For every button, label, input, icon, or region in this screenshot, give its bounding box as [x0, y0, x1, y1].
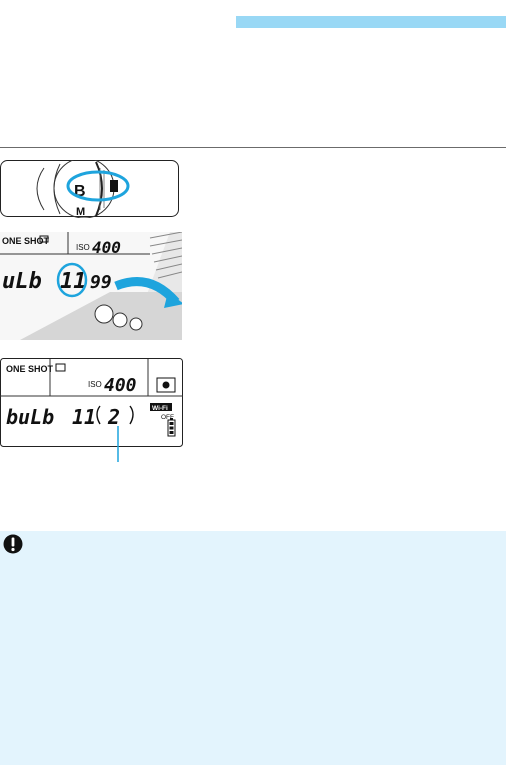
mode-dial-illustration: B M: [0, 160, 179, 218]
drive-mode-icon: [39, 235, 49, 243]
caution-panel: [0, 531, 506, 765]
section-header-bar: [236, 16, 506, 28]
lcd-panel-illustration: ONE SHOT ISO 400 buLb 11 2 Wi-Fi OFF: [0, 358, 183, 462]
panel-timer-value: 2: [107, 405, 120, 429]
panel-iso-label: ISO: [88, 380, 102, 389]
section-divider: [0, 147, 506, 148]
closeup-highlight-ring: [56, 262, 88, 298]
dial-marker-icon: [110, 180, 118, 192]
battery-icon: [167, 418, 176, 437]
closeup-af-mode: ONE SHOT: [2, 236, 50, 246]
closeup-iso-value: 400: [92, 238, 121, 257]
metering-mode-icon: [156, 377, 176, 393]
closeup-display-trailing: 99: [90, 272, 112, 293]
lcd-closeup-illustration: ONE SHOT ISO 400 uLb 11 99: [0, 232, 182, 340]
mode-dial-figure: B M: [0, 160, 180, 218]
panel-timer-hours: 11: [72, 405, 96, 429]
panel-af-mode: ONE SHOT: [6, 364, 54, 374]
mode-dial-selected-label: B: [74, 183, 86, 200]
panel-wifi-label: Wi-Fi: [152, 405, 168, 412]
panel-drive-mode-icon: [55, 363, 66, 372]
wifi-badge: [150, 403, 172, 411]
panel-iso-value: 400: [104, 375, 137, 396]
lcd-closeup-figure: ONE SHOT ISO 400 uLb 11 99: [0, 232, 182, 340]
panel-mode-text: buLb: [6, 405, 54, 429]
caution-icon: [3, 534, 23, 554]
dial-highlight-ring: [66, 170, 130, 202]
panel-wifi-state: OFF: [161, 414, 174, 421]
mode-dial-other-label: M: [76, 206, 85, 218]
closeup-iso-label: ISO: [76, 243, 90, 252]
closeup-display-left: uLb: [2, 269, 42, 294]
lcd-panel-figure: ONE SHOT ISO 400 buLb 11 2 Wi-Fi OFF: [0, 358, 186, 462]
